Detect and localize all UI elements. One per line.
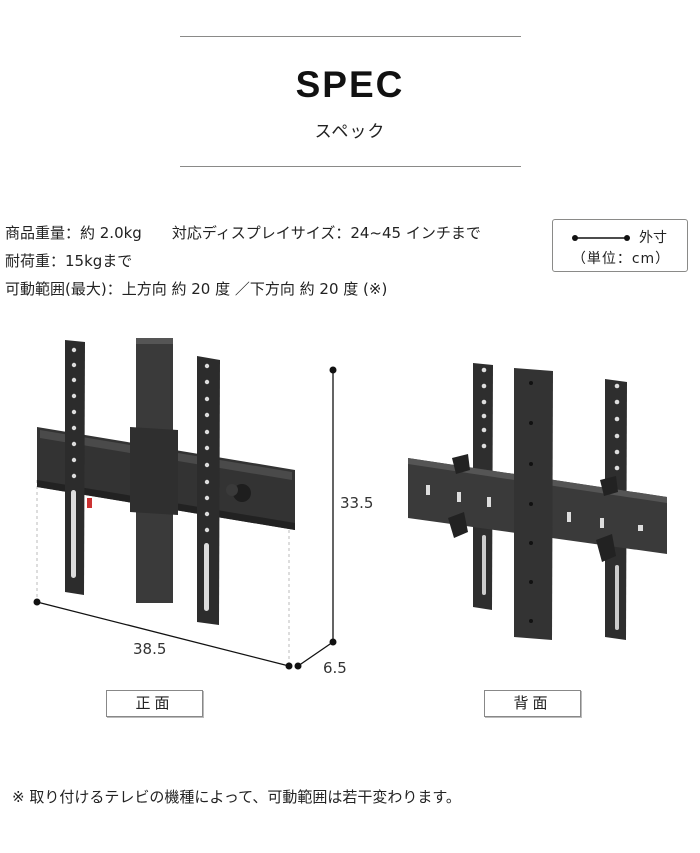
legend-line-label: 外寸 (639, 230, 667, 246)
page-subtitle: スペック (314, 122, 386, 142)
dimension-height: 33.5 (340, 494, 374, 512)
dimension-width: 38.5 (133, 640, 167, 658)
front-view-illustration (33, 338, 337, 670)
back-view-illustration (408, 363, 667, 640)
spec-display-size: 対応ディスプレイサイズ：24~45 インチまで (171, 224, 481, 242)
front-view-label: 正面 (106, 690, 203, 717)
dimension-line-icon (572, 235, 630, 241)
back-view-label: 背面 (484, 690, 581, 717)
dimension-legend: 外寸 （単位：cm） (552, 219, 688, 272)
page-title: SPEC (295, 64, 405, 105)
legend-unit: （単位：cm） (571, 251, 671, 267)
spec-weight: 商品重量：約 2.0kg (5, 224, 142, 242)
dimension-depth: 6.5 (323, 659, 347, 677)
spec-load-capacity: 耐荷重：15kgまで (5, 252, 133, 270)
top-divider (180, 36, 521, 37)
footnote: ※ 取り付けるテレビの機種によって、可動範囲は若干変わります。 (12, 788, 461, 806)
spec-row-1: 商品重量：約 2.0kg 対応ディスプレイサイズ：24~45 インチまで (5, 222, 481, 243)
spec-tilt-range: 可動範囲(最大)：上方向 約 20 度 ／下方向 約 20 度 (※) (5, 280, 388, 298)
bottom-divider (180, 166, 521, 167)
